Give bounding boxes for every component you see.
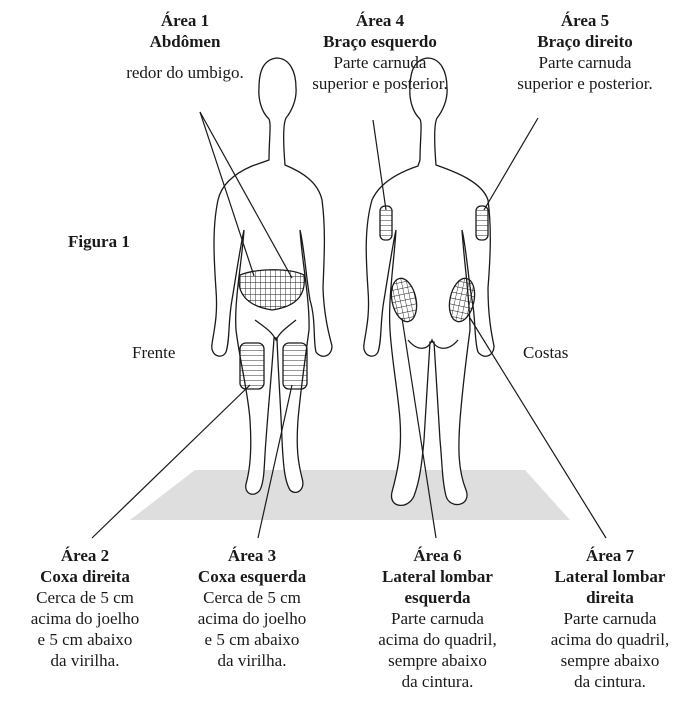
leader-area1-b <box>199 111 293 279</box>
area-5-desc-1: Parte carnuda <box>538 53 632 72</box>
area-7-label: Área 7 Lateral lombar direita Parte carn… <box>530 545 690 692</box>
area-6-desc-1: Parte carnuda <box>391 609 484 628</box>
area-3-desc-1: Cerca de 5 cm <box>203 588 301 607</box>
area-2-name: Coxa direita <box>40 567 130 586</box>
area-3-desc-4: da virilha. <box>217 651 287 670</box>
abdomen-zone <box>238 269 305 311</box>
leader-area4 <box>372 119 387 211</box>
right-lumbar-zone <box>448 277 476 323</box>
area-4-desc-1: Parte carnuda <box>333 53 427 72</box>
area-2-label: Área 2 Coxa direita Cerca de 5 cm acima … <box>5 545 165 671</box>
back-view-label: Costas <box>523 343 569 362</box>
area-4-desc-2: superior e posterior. <box>312 74 448 93</box>
area-3-title: Área 3 <box>227 546 277 565</box>
area-5-desc-2: superior e posterior. <box>517 74 653 93</box>
front-view-label: Frente <box>132 343 176 362</box>
area-2-desc-2: acima do joelho <box>30 609 140 628</box>
left-lumbar-zone <box>390 277 418 323</box>
figure-label: Figura 1 <box>68 232 130 251</box>
area-1-title: Área 1 <box>160 11 210 30</box>
area-6-name-2: esquerda <box>404 588 471 607</box>
area-4-title: Área 4 <box>355 11 405 30</box>
area-6-desc-4: da cintura. <box>401 672 474 691</box>
area-2-desc-3: e 5 cm abaixo <box>37 630 133 649</box>
area-6-label: Área 6 Lateral lombar esquerda Parte car… <box>350 545 525 692</box>
area-5-name: Braço direito <box>537 32 633 51</box>
area-6-desc-3: sempre abaixo <box>388 651 487 670</box>
area-6-name-1: Lateral lombar <box>382 567 493 586</box>
leader-lines <box>91 111 607 539</box>
area-3-desc-3: e 5 cm abaixo <box>204 630 300 649</box>
area-2-desc-1: Cerca de 5 cm <box>36 588 134 607</box>
area-6-title: Área 6 <box>413 546 462 565</box>
right-arm-zone <box>475 205 489 241</box>
area-7-name-1: Lateral lombar <box>554 567 666 586</box>
floor-shadow <box>130 470 570 520</box>
back-body-figure <box>363 57 495 506</box>
leader-area2 <box>91 384 251 539</box>
area-3-name: Coxa esquerda <box>197 567 307 586</box>
area-2-title: Área 2 <box>60 546 110 565</box>
leader-area1-a <box>199 111 255 277</box>
area-7-desc-1: Parte carnuda <box>563 609 657 628</box>
left-thigh-zone <box>282 342 308 390</box>
leader-area6 <box>401 317 437 539</box>
area-3-label: Área 3 Coxa esquerda Cerca de 5 cm acima… <box>172 545 332 671</box>
area-3-desc-2: acima do joelho <box>197 609 307 628</box>
right-thigh-zone <box>239 342 265 390</box>
area-1-label: Área 1 Abdômen redor do umbigo. <box>110 10 260 83</box>
area-1-desc: redor do umbigo. <box>126 63 244 82</box>
area-4-label: Área 4 Braço esquerdo Parte carnuda supe… <box>285 10 475 94</box>
leader-area7 <box>469 317 607 539</box>
area-4-name: Braço esquerdo <box>323 32 437 51</box>
area-7-name-2: direita <box>586 588 634 607</box>
area-6-desc-2: acima do quadril, <box>378 630 497 649</box>
area-7-title: Área 7 <box>585 546 635 565</box>
leader-area5 <box>483 117 539 211</box>
left-arm-zone <box>379 205 393 241</box>
area-1-name: Abdômen <box>149 32 221 51</box>
area-5-label: Área 5 Braço direito Parte carnuda super… <box>490 10 680 94</box>
leader-area3 <box>257 384 293 539</box>
area-7-desc-2: acima do quadril, <box>550 630 670 649</box>
area-7-desc-4: da cintura. <box>574 672 646 691</box>
area-5-title: Área 5 <box>560 11 610 30</box>
area-7-desc-3: sempre abaixo <box>560 651 660 670</box>
area-2-desc-4: da virilha. <box>50 651 120 670</box>
